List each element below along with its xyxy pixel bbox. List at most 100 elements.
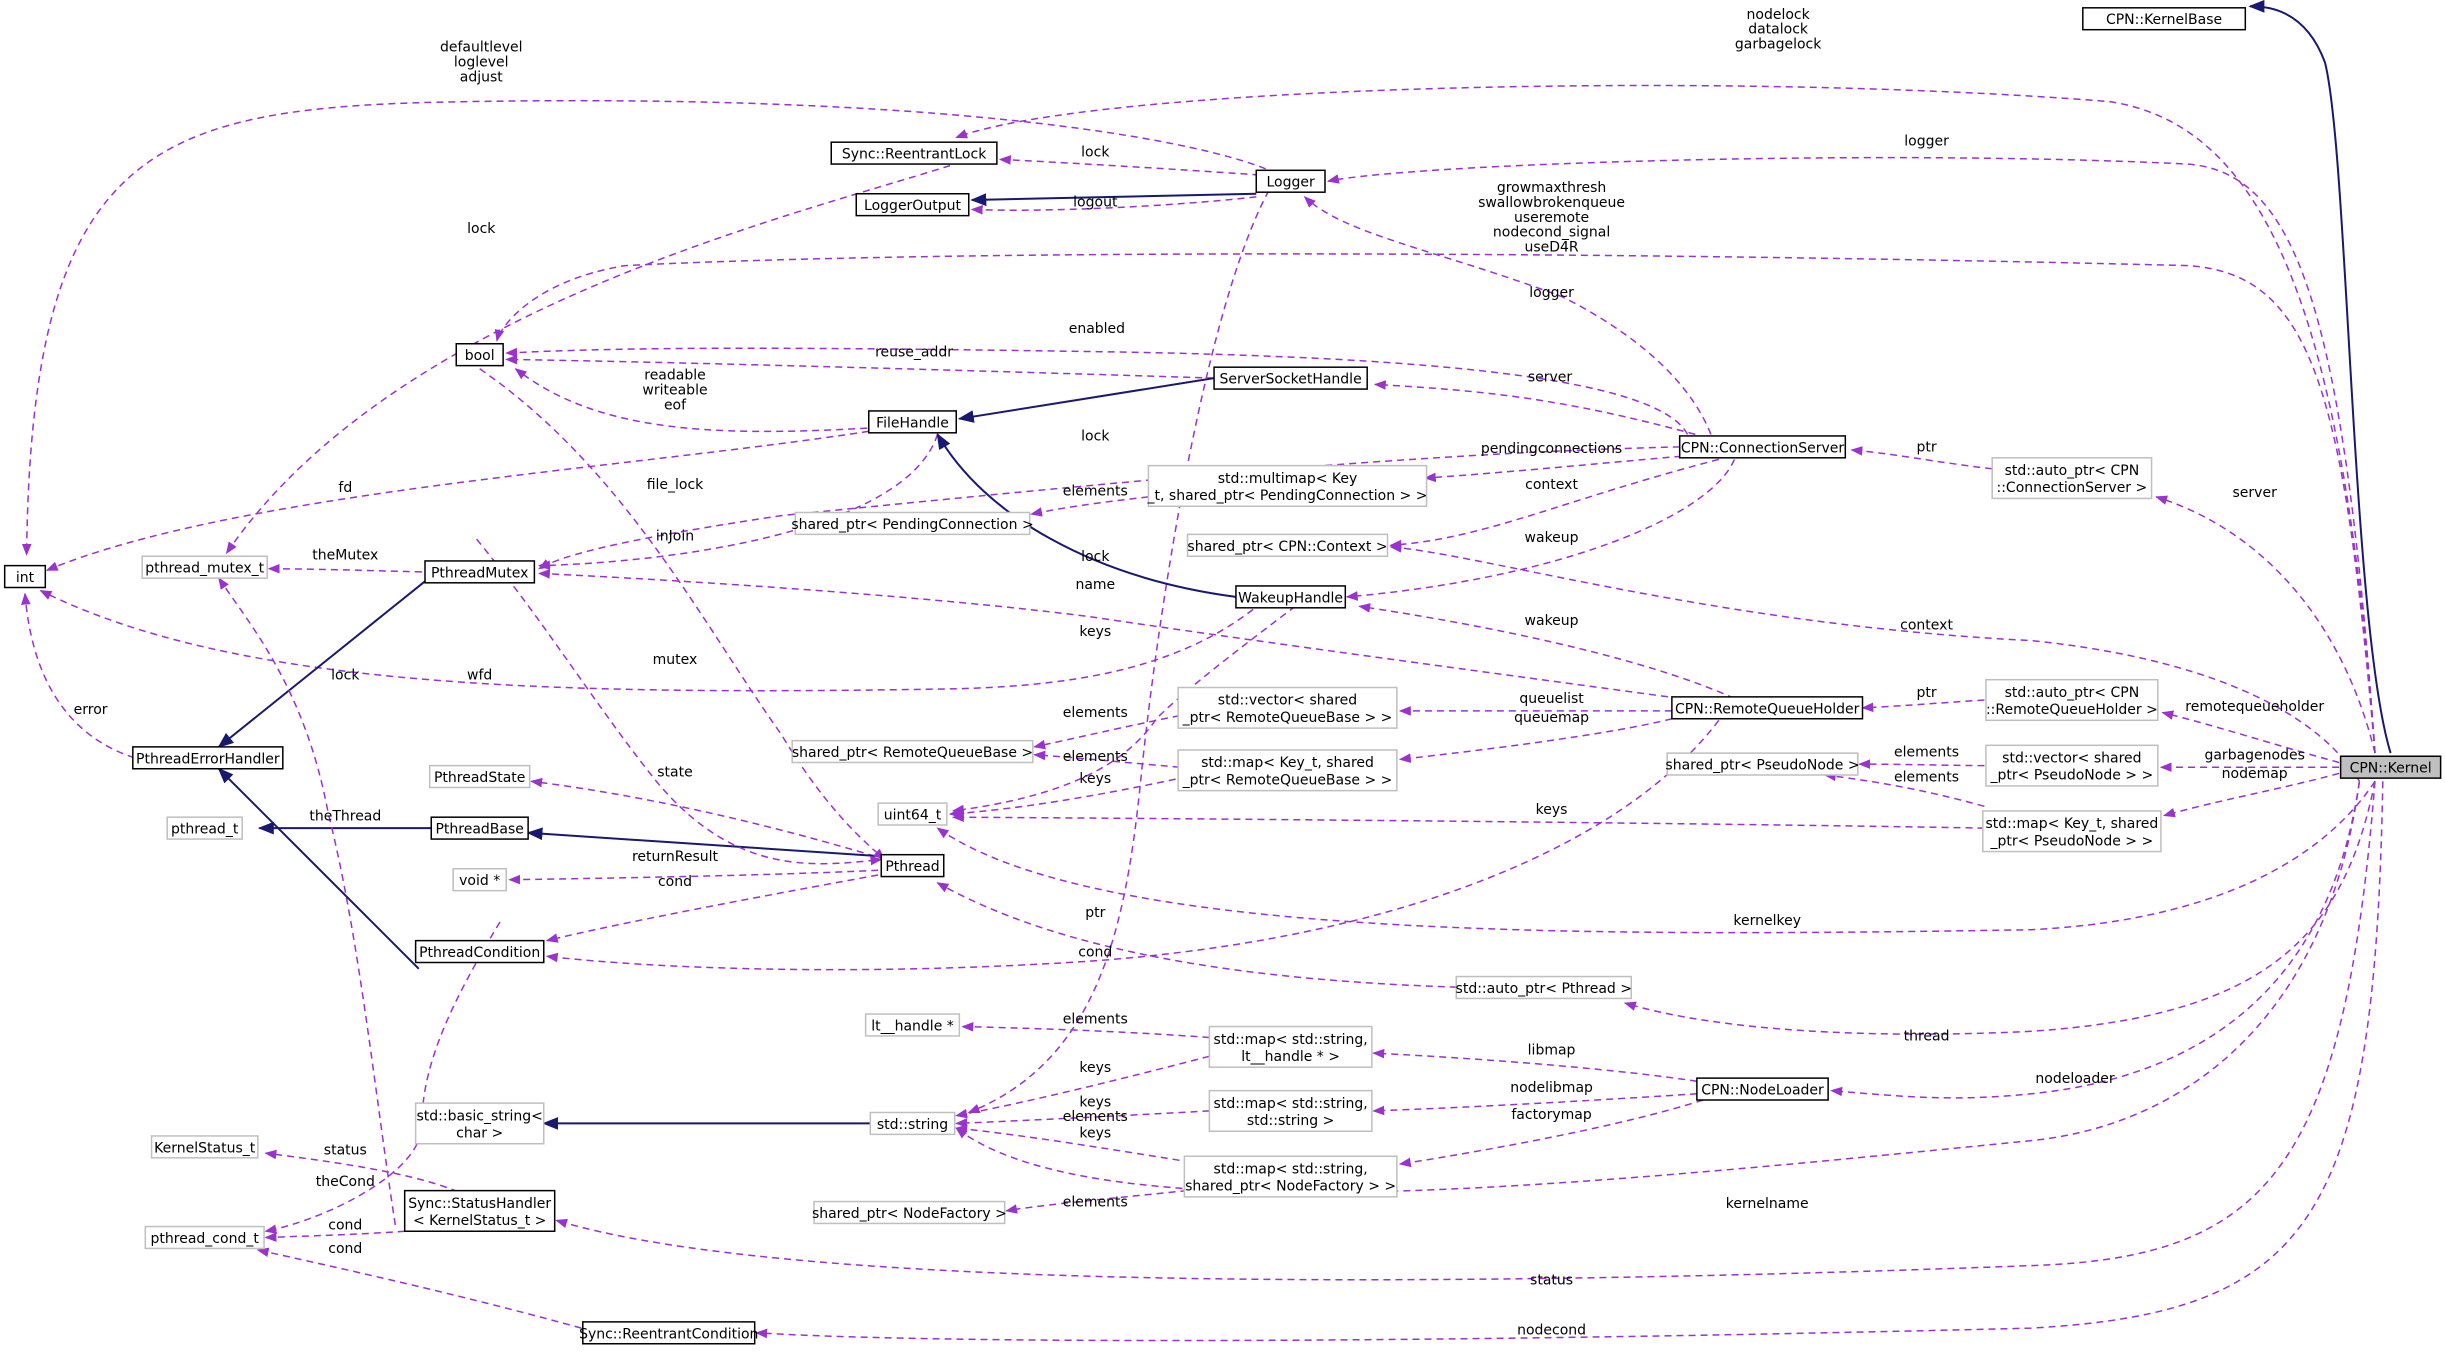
node-kernelbase[interactable]: CPN::KernelBase	[2082, 7, 2247, 31]
node-map_ss[interactable]: std::map< std::string,std::string >	[1208, 1089, 1373, 1132]
node-vector_rqb[interactable]: std::vector< shared_ptr< RemoteQueueBase…	[1177, 686, 1398, 729]
node-nodeloader[interactable]: CPN::NodeLoader	[1696, 1077, 1829, 1101]
node-pthreadbase[interactable]: PthreadBase	[430, 816, 529, 840]
node-label: shared_ptr< NodeFactory > >	[1185, 1179, 1396, 1195]
node-pthread_cond_t[interactable]: pthread_cond_t	[144, 1225, 265, 1250]
edge-label-elements_mrqb: elements	[1063, 749, 1128, 765]
member-edge-63	[1398, 1099, 1704, 1168]
edge-label-text: pendingconnections	[1481, 441, 1622, 457]
edge-label-text: lock	[331, 668, 360, 684]
node-box	[1208, 1089, 1373, 1132]
edge-label-garbagenodes: garbagenodes	[2204, 747, 2304, 763]
node-box	[1183, 1155, 1398, 1198]
edge-label-text: context	[1525, 477, 1578, 493]
edge-label-text: lock	[1081, 429, 1110, 445]
edge-label-returnresult: returnResult	[632, 849, 719, 865]
node-map_lt[interactable]: std::map< std::string,lt__handle * >	[1208, 1025, 1373, 1068]
node-basic_string[interactable]: std::basic_string<char >	[414, 1102, 545, 1145]
node-logger[interactable]: Logger	[1255, 169, 1326, 193]
node-sp_nodefactory[interactable]: shared_ptr< NodeFactory >	[812, 1200, 1007, 1225]
node-label: CPN::ConnectionServer	[1681, 440, 1844, 456]
node-map_pn[interactable]: std::map< Key_t, shared_ptr< PseudoNode …	[1982, 810, 2162, 853]
edge-label-nodemap: nodemap	[2222, 766, 2288, 782]
node-label: pthread_mutex_t	[145, 561, 264, 577]
edge-label-growmax: growmaxthreshswallowbrokenqueueuseremote…	[1478, 180, 1625, 255]
member-edge-7	[225, 164, 951, 555]
member-edge-1	[955, 84, 2376, 754]
node-label: pthread_t	[171, 822, 239, 838]
node-box	[1696, 1077, 1829, 1101]
node-pthreaderrorhandler[interactable]: PthreadErrorHandler	[132, 746, 284, 770]
edge-label-wakeup_rqh: wakeup	[1525, 613, 1579, 629]
node-loggeroutput[interactable]: LoggerOutput	[855, 193, 970, 217]
node-autoptr_cs[interactable]: std::auto_ptr< CPN::ConnectionServer >	[1991, 457, 2153, 500]
node-reentrantcondition[interactable]: Sync::ReentrantCondition	[579, 1321, 758, 1345]
node-reentrantlock[interactable]: Sync::ReentrantLock	[830, 141, 998, 165]
node-label: LoggerOutput	[864, 198, 961, 214]
node-pthread[interactable]: Pthread	[880, 853, 945, 878]
edge-label-cond_rqh: cond	[1078, 944, 1112, 960]
node-map_rqb[interactable]: std::map< Key_t, shared_ptr< RemoteQueue…	[1177, 749, 1398, 792]
node-wakeuphandle[interactable]: WakeupHandle	[1235, 585, 1347, 609]
edge-label-text: elements	[1063, 749, 1128, 765]
node-remotequeueholder[interactable]: CPN::RemoteQueueHolder	[1671, 696, 1864, 720]
node-pthreadmutex[interactable]: PthreadMutex	[424, 560, 536, 584]
node-int[interactable]: int	[3, 564, 47, 589]
edge-label-lock_sh: lock	[331, 668, 360, 684]
node-kernel[interactable]: CPN::Kernel	[2339, 755, 2442, 779]
nodes: CPN::KernelBaseCPN::KernelSync::Reentran…	[3, 7, 2442, 1345]
node-label: shared_ptr< RemoteQueueBase >	[792, 745, 1033, 761]
member-edge-44	[948, 775, 1188, 819]
node-map_nf[interactable]: std::map< std::string,shared_ptr< NodeFa…	[1183, 1155, 1398, 1198]
node-statushandler[interactable]: Sync::StatusHandler< KernelStatus_t >	[403, 1189, 556, 1232]
edge-label-lock_rl: lock	[1081, 144, 1110, 160]
node-label: std::map< std::string,	[1214, 1096, 1368, 1112]
edge-label-logout: logout	[1073, 194, 1118, 210]
node-autoptr_pthread[interactable]: std::auto_ptr< Pthread >	[1455, 975, 1632, 1000]
edge-label-enabled: enabled	[1069, 321, 1125, 337]
node-label: Sync::ReentrantLock	[842, 147, 987, 163]
member-edge-59	[955, 1055, 1210, 1119]
node-lt_handle[interactable]: lt__handle *	[864, 1013, 961, 1037]
edge-label-text: kernelname	[1726, 1196, 1809, 1212]
node-label: shared_ptr< CPN::Context >	[1187, 539, 1387, 555]
node-pthread_mutex_t[interactable]: pthread_mutex_t	[141, 555, 268, 579]
inheritance-edge-48	[526, 827, 882, 858]
edge-label-text: status	[324, 1143, 367, 1159]
node-pthreadcondition[interactable]: PthreadCondition	[414, 939, 545, 964]
node-filehandle[interactable]: FileHandle	[868, 410, 957, 434]
node-sp_rqb[interactable]: shared_ptr< RemoteQueueBase >	[791, 739, 1034, 764]
node-label: std::auto_ptr< Pthread >	[1456, 981, 1632, 997]
node-box	[864, 1013, 961, 1037]
node-sp_pendingconnection[interactable]: shared_ptr< PendingConnection >	[791, 511, 1034, 536]
edge-label-text: ptr	[1085, 905, 1105, 921]
node-vector_pn[interactable]: std::vector< shared_ptr< PseudoNode > >	[1985, 744, 2159, 787]
member-edge-74	[218, 577, 397, 1226]
node-pthreadstate[interactable]: PthreadState	[428, 764, 531, 789]
node-box	[414, 939, 545, 964]
node-sp_pseudonode[interactable]: shared_ptr< PseudoNode >	[1665, 752, 1860, 776]
node-box	[455, 343, 504, 367]
member-edge-6	[970, 196, 1257, 215]
member-edge-8	[494, 253, 2376, 754]
edge-label-name: name	[1075, 577, 1115, 593]
member-edge-56	[479, 368, 886, 861]
node-box	[3, 564, 47, 589]
edge-label-text: lock	[1081, 144, 1110, 160]
member-edge-29	[39, 589, 1254, 692]
node-label: std::basic_string<	[417, 1108, 543, 1124]
node-stdstring[interactable]: std::string	[869, 1111, 956, 1136]
edge-label-text: keys	[1079, 1094, 1111, 1110]
node-voidptr[interactable]: void *	[452, 868, 507, 892]
node-multimap_pc[interactable]: std::multimap< Key_t, shared_ptr< Pendin…	[1147, 464, 1428, 507]
node-bool[interactable]: bool	[455, 343, 504, 367]
node-autoptr_rqh[interactable]: std::auto_ptr< CPN::RemoteQueueHolder >	[1985, 678, 2159, 722]
node-label: uint64_t	[884, 808, 942, 824]
node-uint64_t[interactable]: uint64_t	[877, 802, 948, 826]
node-serversockethandle[interactable]: ServerSocketHandle	[1213, 366, 1368, 390]
node-connectionserver[interactable]: CPN::ConnectionServer	[1678, 435, 1847, 459]
node-sp_context[interactable]: shared_ptr< CPN::Context >	[1186, 533, 1389, 557]
node-pthread_t[interactable]: pthread_t	[166, 816, 243, 840]
node-kernelstatus_t[interactable]: KernelStatus_t	[150, 1135, 259, 1159]
